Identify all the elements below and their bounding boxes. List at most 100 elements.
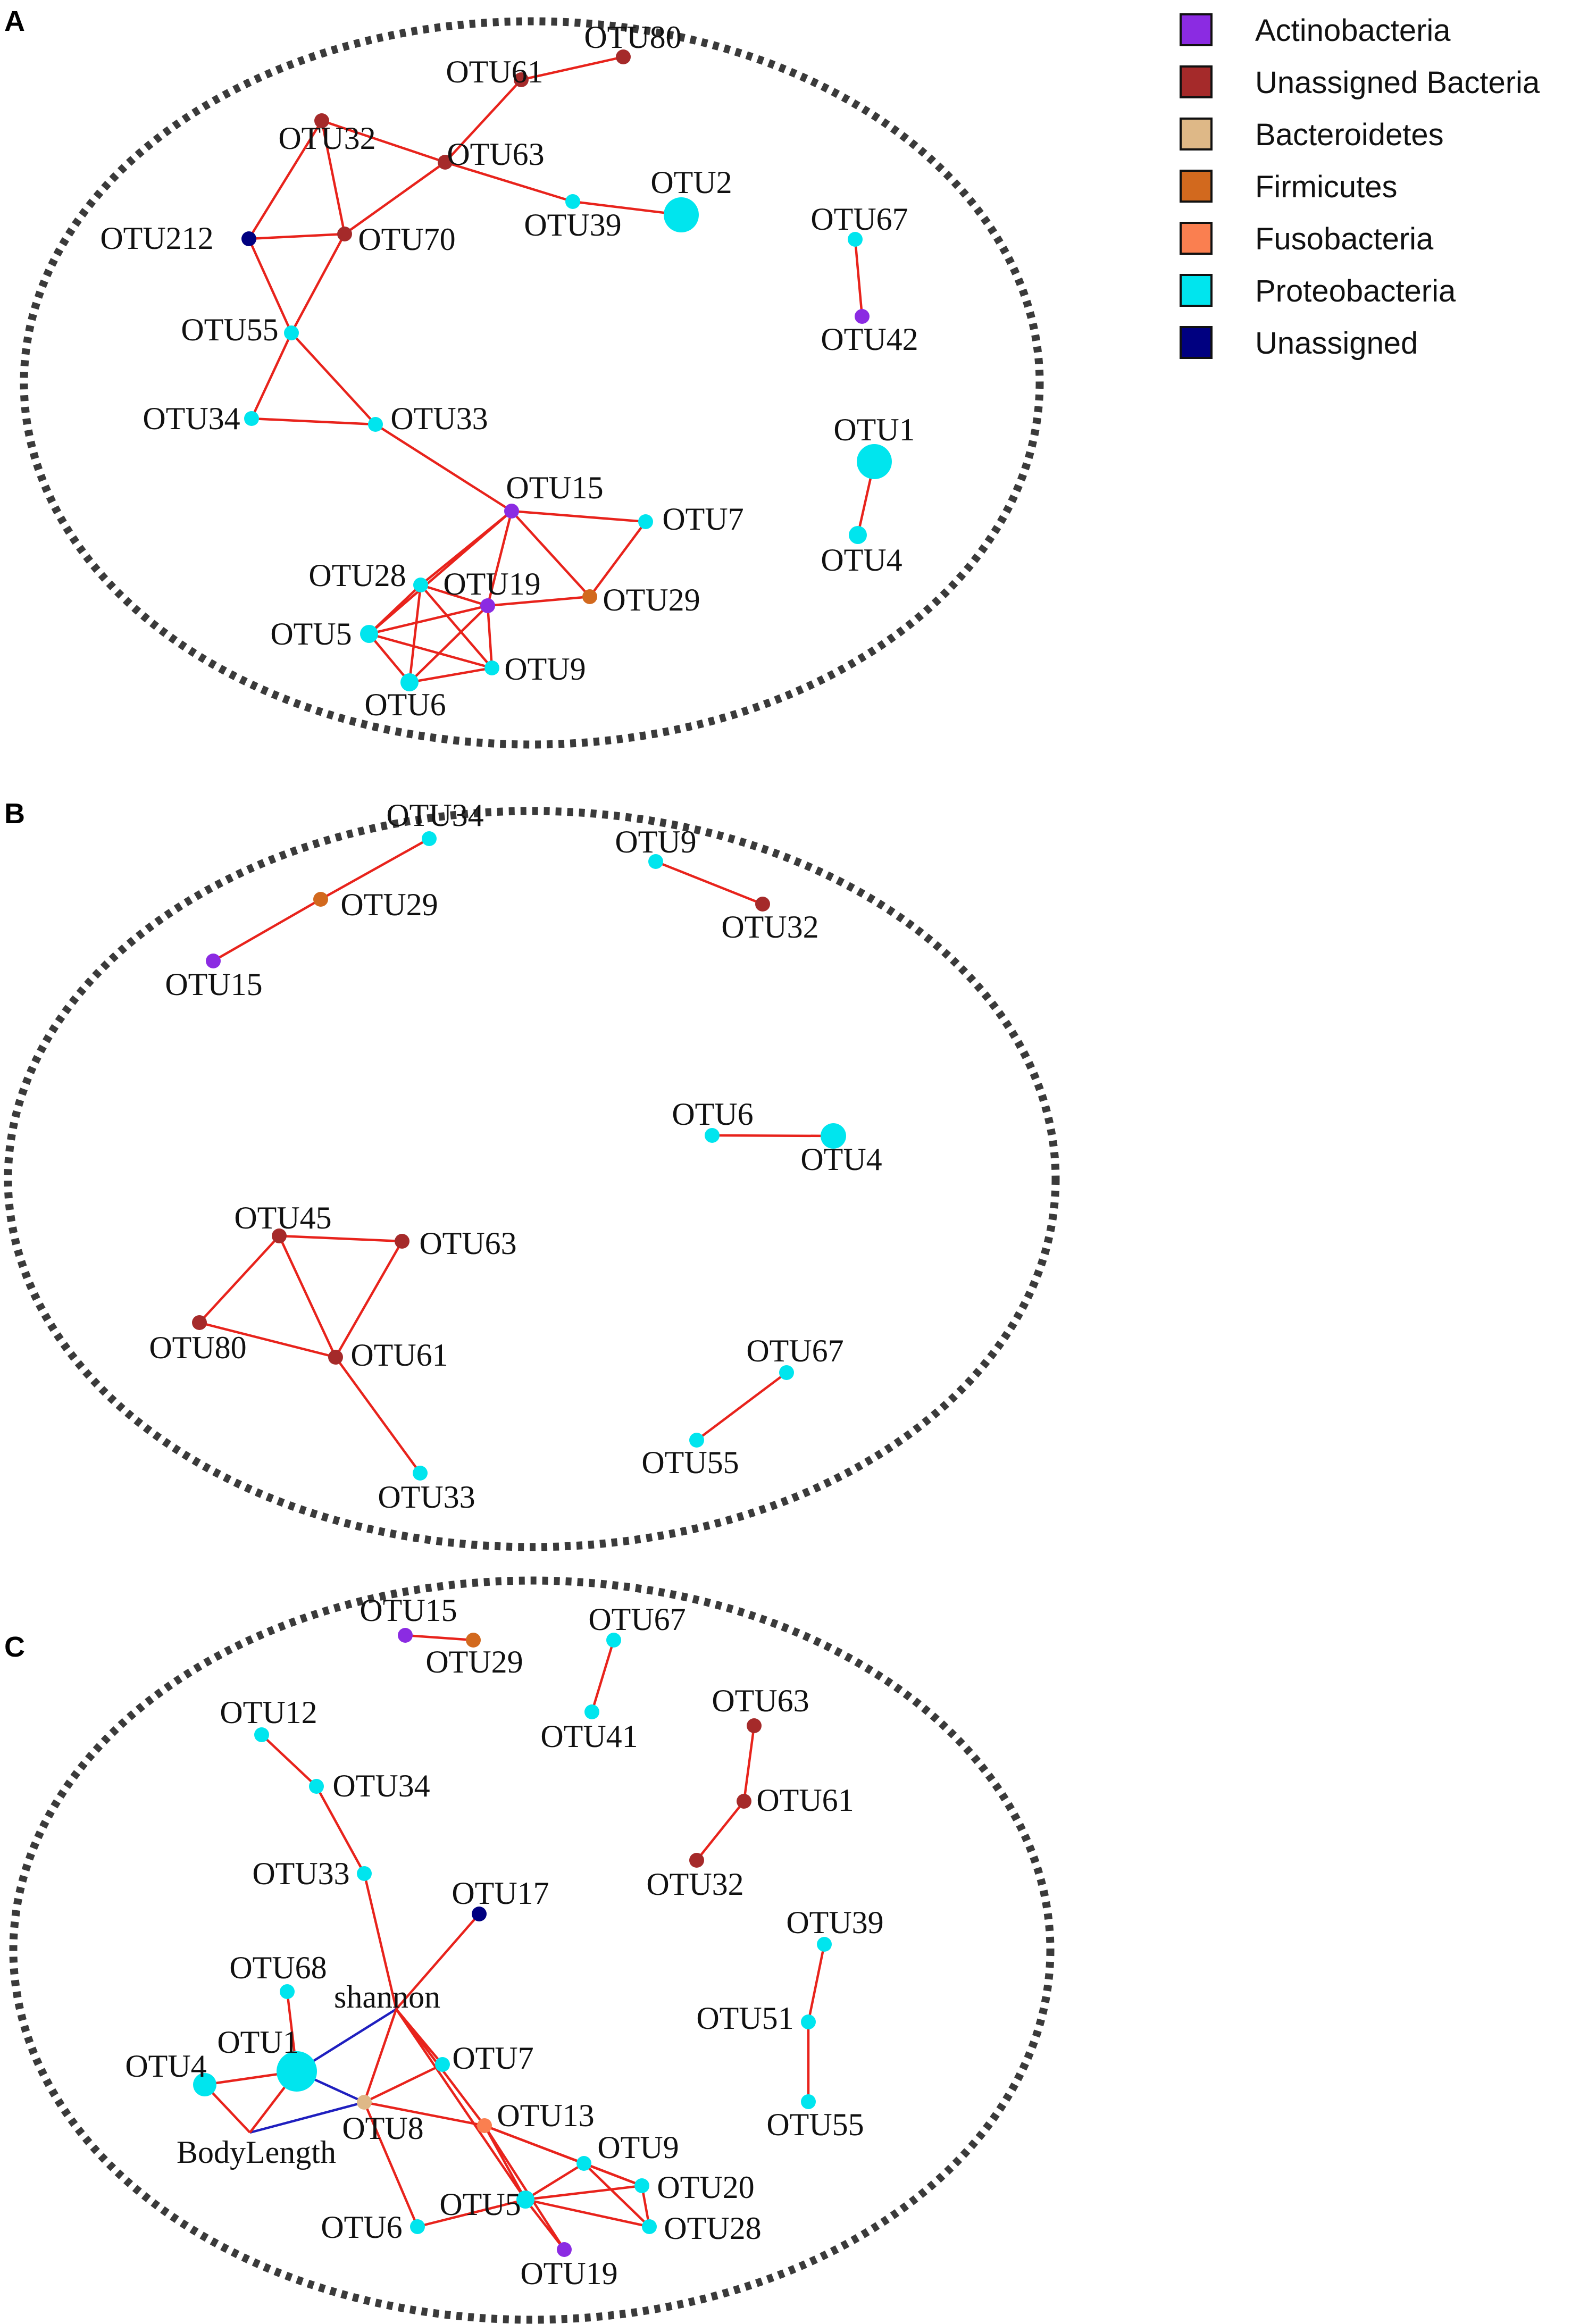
node-otu63: OTU63 xyxy=(712,1683,809,1733)
legend-swatch xyxy=(1180,118,1213,151)
edge-OTU5-OTU9 xyxy=(369,632,492,670)
node-otu63: OTU63 xyxy=(395,1226,517,1261)
node-label: OTU68 xyxy=(229,1950,327,1985)
edge-OTU61-OTU32 xyxy=(696,1800,745,1861)
node-otu67: OTU67 xyxy=(810,202,908,247)
node-marker xyxy=(280,1984,295,1999)
node-marker xyxy=(642,2219,657,2234)
node-marker xyxy=(582,589,597,604)
node-otu28: OTU28 xyxy=(642,2211,762,2246)
node-otu70: OTU70 xyxy=(337,222,456,257)
node-otu9: OTU9 xyxy=(615,824,697,869)
edge-OTU15-OTU29 xyxy=(511,510,591,598)
node-marker xyxy=(254,1727,269,1742)
edge-OTU6-OTU4 xyxy=(712,1134,834,1138)
node-marker xyxy=(584,1704,599,1719)
node-otu13: OTU13 xyxy=(477,2098,595,2133)
edge-OTU8-OTU13 xyxy=(364,2101,485,2127)
node-otu29: OTU29 xyxy=(582,582,700,617)
edge-OTU19-OTU5 xyxy=(369,604,488,636)
node-marker xyxy=(557,2242,572,2257)
node-otu1: OTU1 xyxy=(833,412,915,479)
edge-OTU17-shannon xyxy=(395,1913,480,2010)
node-marker xyxy=(477,2118,492,2133)
node-otu61: OTU61 xyxy=(328,1337,448,1373)
node-marker xyxy=(484,661,499,675)
edge-OTU19-OTU6 xyxy=(408,605,489,683)
node-shannon: shannon xyxy=(334,1979,440,2014)
node-otu51: OTU51 xyxy=(696,2001,816,2036)
panel-c-nodes: OTU15OTU29OTU67OTU41OTU63OTU61OTU32OTU12… xyxy=(125,1593,883,2291)
legend-label: Firmicutes xyxy=(1255,170,1397,204)
node-otu55: OTU55 xyxy=(766,2094,864,2142)
node-marker xyxy=(504,504,519,519)
legend-item: Fusobacteria xyxy=(1180,222,1434,256)
edge-OTU45-OTU80 xyxy=(198,1235,280,1324)
panel-b-letter: B xyxy=(4,798,25,830)
edge-OTU70-OTU55 xyxy=(290,233,346,334)
node-marker xyxy=(664,197,699,232)
node-label: OTU20 xyxy=(657,2170,754,2205)
node-marker xyxy=(422,831,437,846)
legend-swatch xyxy=(1180,13,1213,46)
node-label: OTU19 xyxy=(520,2256,617,2291)
edge-OTU15-OTU5 xyxy=(368,510,513,635)
node-otu34: OTU34 xyxy=(309,1768,430,1803)
node-label: OTU63 xyxy=(419,1226,516,1261)
node-otu6: OTU6 xyxy=(321,2210,425,2245)
node-marker xyxy=(272,1228,287,1243)
edge-OTU34-OTU29 xyxy=(320,838,430,900)
edge-OTU15-OTU29 xyxy=(405,1634,474,1642)
node-otu61: OTU61 xyxy=(446,54,543,89)
panel-c-letter: C xyxy=(4,1631,25,1663)
node-otu20: OTU20 xyxy=(634,2170,755,2205)
node-label: OTU39 xyxy=(786,1905,883,1940)
node-marker xyxy=(410,2219,425,2234)
node-label: OTU28 xyxy=(308,558,406,593)
node-otu4: OTU4 xyxy=(125,2049,216,2096)
edge-OTU28-OTU9 xyxy=(420,584,493,669)
node-marker xyxy=(314,113,329,128)
edge-OTU45-OTU63 xyxy=(279,1234,403,1243)
edge-OTU212-OTU70 xyxy=(248,232,345,240)
node-label: OTU55 xyxy=(766,2107,864,2142)
node-otu7: OTU7 xyxy=(638,501,744,537)
node-marker xyxy=(689,1433,704,1448)
edge-OTU7-OTU29 xyxy=(589,521,647,598)
node-marker xyxy=(648,854,663,869)
node-marker xyxy=(193,2073,216,2096)
legend-item: Firmicutes xyxy=(1180,170,1397,204)
node-label: OTU33 xyxy=(390,401,488,436)
node-label: OTU45 xyxy=(234,1200,331,1235)
panel-c-boundary xyxy=(9,1576,1055,2324)
node-otu45: OTU45 xyxy=(234,1200,332,1243)
node-otu42: OTU42 xyxy=(821,309,918,357)
legend-swatch xyxy=(1180,170,1213,203)
node-marker xyxy=(466,1633,481,1648)
edge-OTU45-OTU61 xyxy=(278,1235,337,1358)
legend-label: Bacteroidetes xyxy=(1255,118,1444,152)
node-label: OTU34 xyxy=(386,798,483,833)
node-otu15: OTU15 xyxy=(360,1593,457,1643)
node-marker xyxy=(357,1866,372,1881)
node-otu33: OTU33 xyxy=(252,1856,372,1891)
legend-item: Unassigned Bacteria xyxy=(1180,65,1540,100)
node-marker xyxy=(284,325,299,340)
node-marker xyxy=(855,309,870,324)
edge-OTU63-OTU61 xyxy=(335,1240,403,1358)
node-marker xyxy=(801,2014,816,2029)
legend-item: Bacteroidetes xyxy=(1180,118,1444,152)
node-marker xyxy=(755,897,770,912)
node-label: OTU12 xyxy=(220,1695,317,1730)
node-otu6: OTU6 xyxy=(672,1097,754,1143)
edge-OTU63-OTU70 xyxy=(344,161,446,235)
node-marker xyxy=(821,1123,846,1149)
node-otu8: OTU8 xyxy=(342,2095,424,2146)
node-marker xyxy=(747,1718,762,1733)
legend-swatch xyxy=(1180,274,1213,307)
node-marker xyxy=(438,155,453,170)
node-otu39: OTU39 xyxy=(524,194,622,243)
